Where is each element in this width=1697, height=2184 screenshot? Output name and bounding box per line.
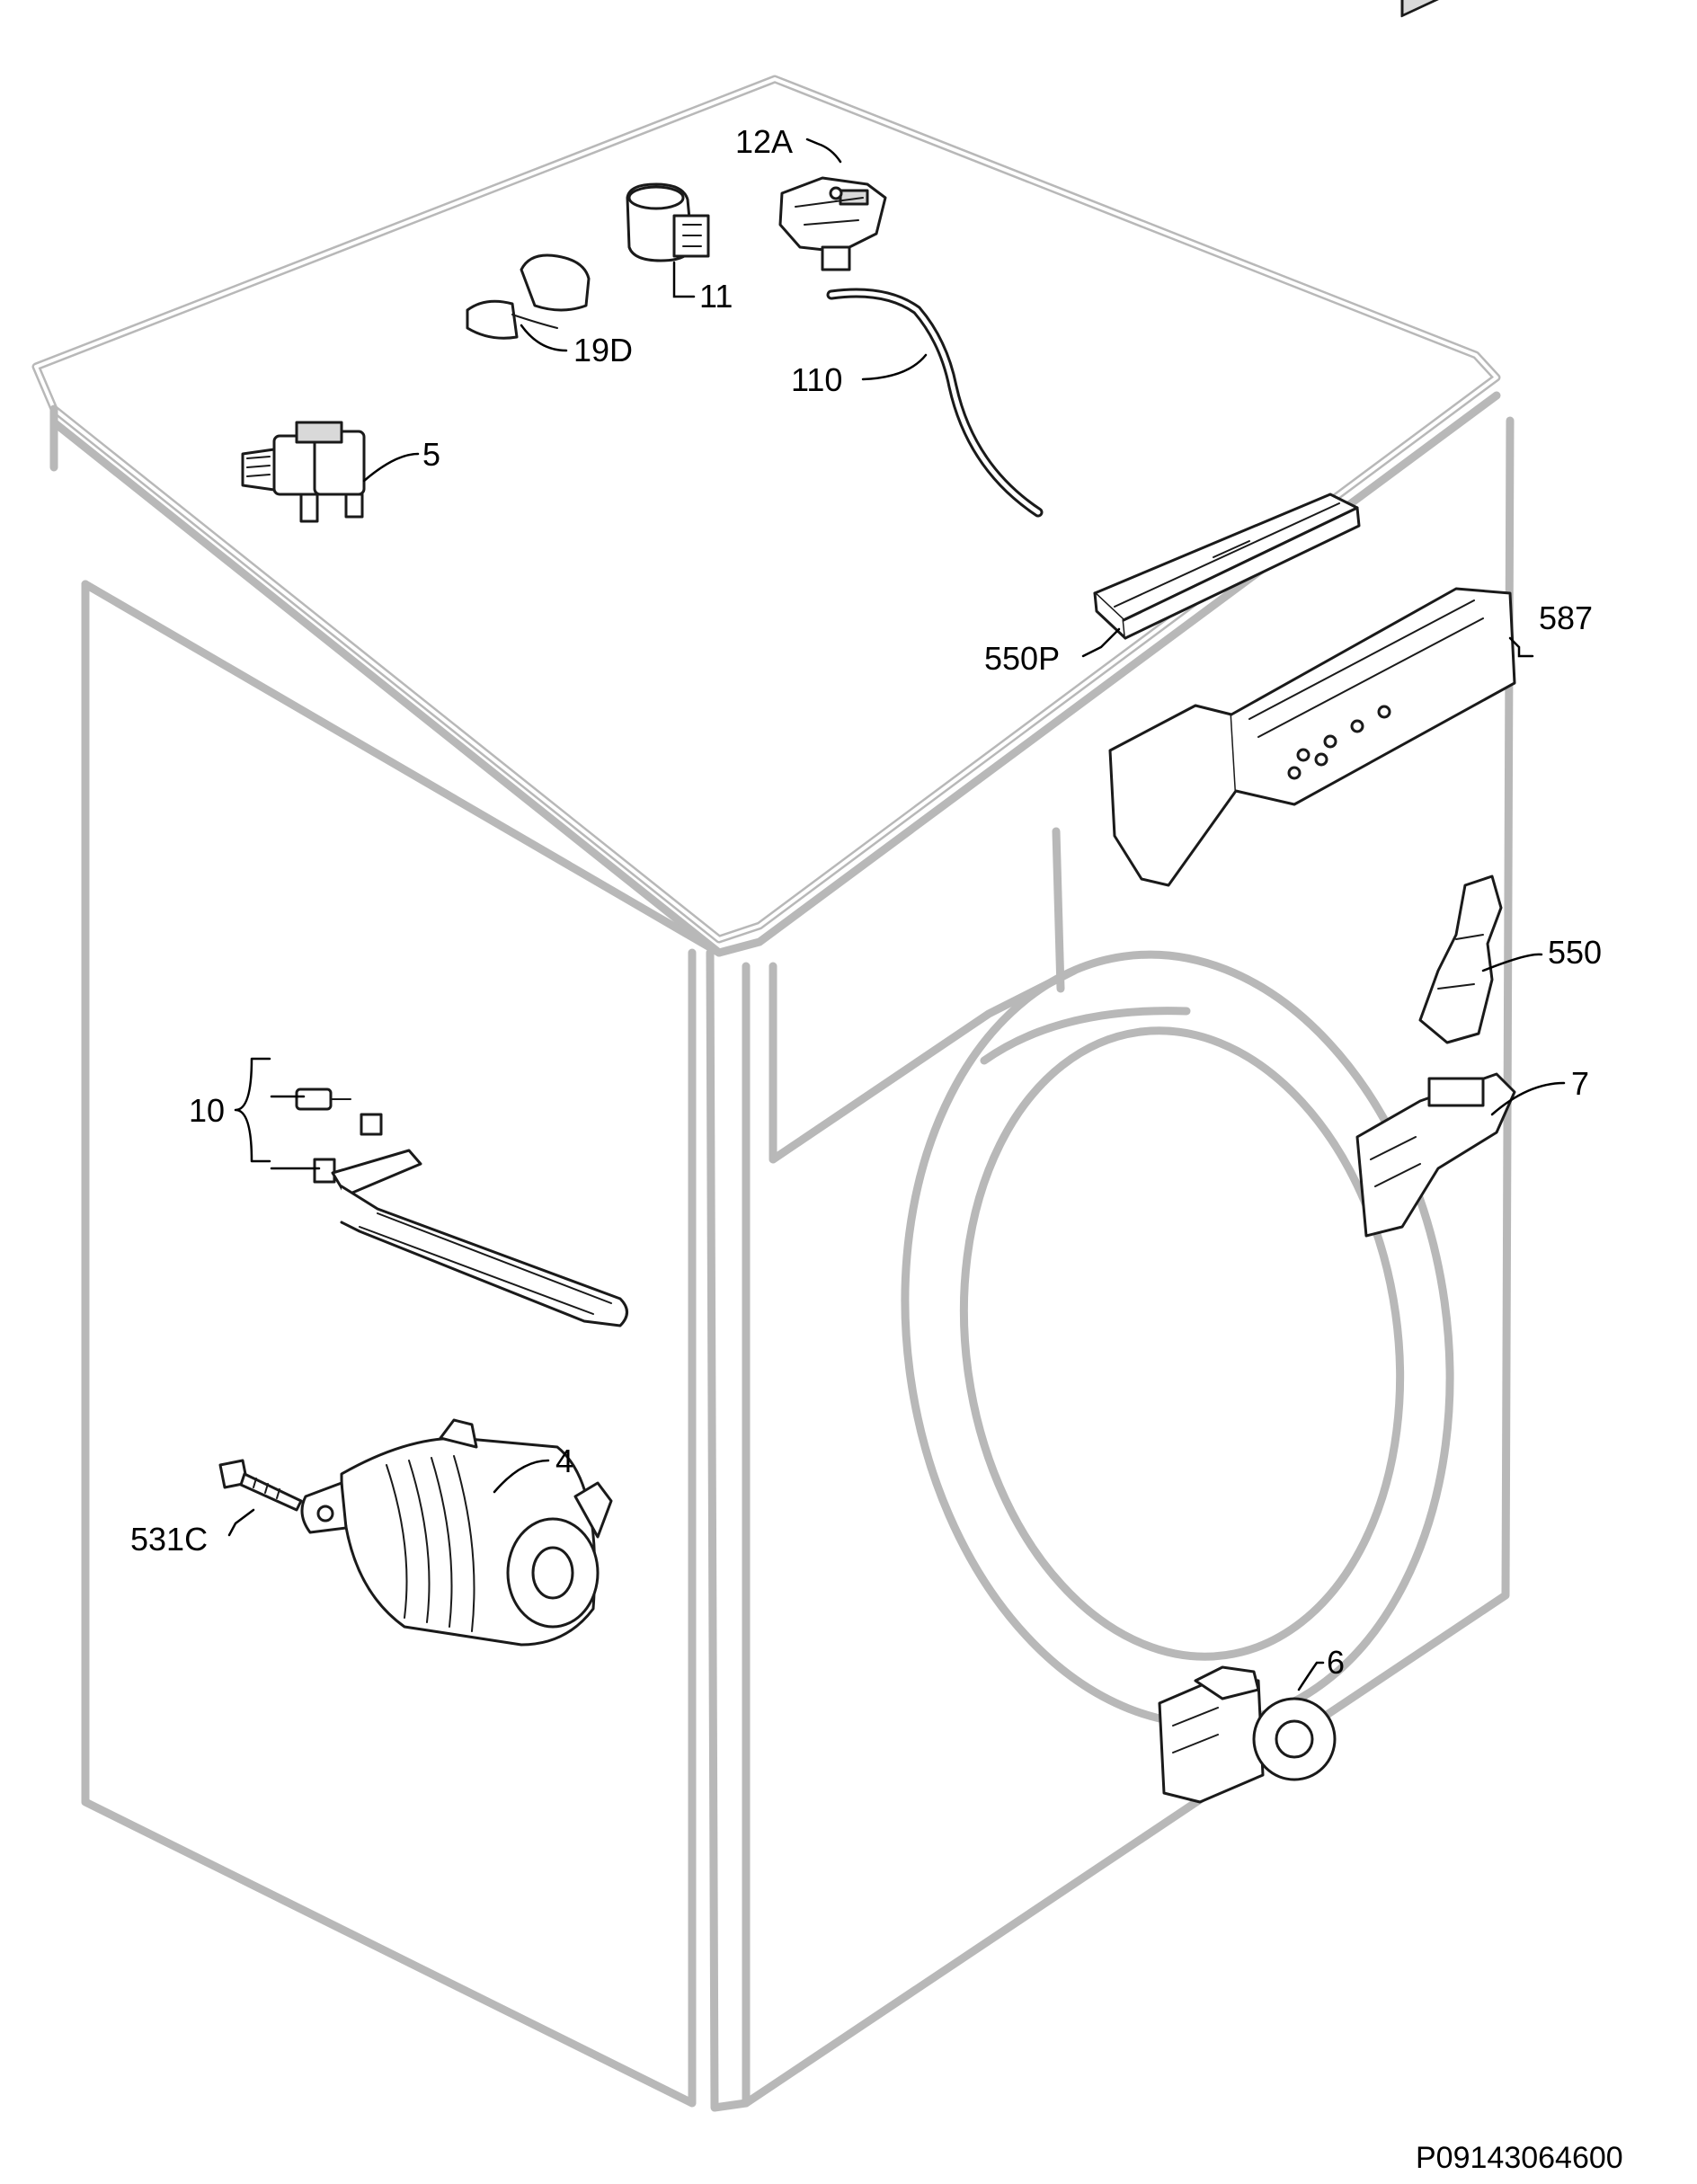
electronic-module-part	[1108, 0, 1516, 887]
callout-labels: 12A 11 19D 110 5 550P 587 550 7 10 4 531…	[130, 123, 1602, 1681]
callout-11: 11	[699, 278, 733, 315]
callout-12A: 12A	[735, 123, 793, 160]
heating-element-part	[295, 1088, 628, 1327]
callout-5: 5	[422, 436, 440, 473]
selector-switch-part	[778, 176, 887, 271]
callout-6: 6	[1327, 1644, 1345, 1681]
diagram-reference-code: P09143064600	[1416, 2141, 1623, 2175]
dispenser-handle-part	[1093, 493, 1361, 640]
callout-550P: 550P	[984, 640, 1060, 677]
callout-10: 10	[189, 1092, 225, 1129]
drive-motor-part	[300, 1418, 613, 1647]
pressure-hose-inner	[829, 290, 1041, 515]
callout-531C: 531C	[130, 1521, 208, 1558]
cable-clip-part	[466, 253, 591, 340]
door-handle-part	[1418, 874, 1503, 1044]
callout-550: 550	[1548, 934, 1602, 971]
callout-110: 110	[791, 361, 842, 398]
screw-part	[218, 1459, 303, 1512]
callout-19D: 19D	[573, 332, 633, 368]
cabinet-outline	[31, 75, 1515, 2112]
inlet-valve-part	[241, 421, 366, 523]
callout-587: 587	[1539, 599, 1593, 636]
callout-7: 7	[1571, 1065, 1589, 1102]
suppressor-capacitor-part	[626, 182, 710, 262]
pressure-hose-part	[826, 288, 1044, 518]
drain-pump-part	[1158, 1665, 1337, 1804]
callout-4: 4	[555, 1443, 573, 1479]
door-interlock-part	[1355, 1072, 1516, 1238]
leader-lines	[227, 138, 1566, 1691]
